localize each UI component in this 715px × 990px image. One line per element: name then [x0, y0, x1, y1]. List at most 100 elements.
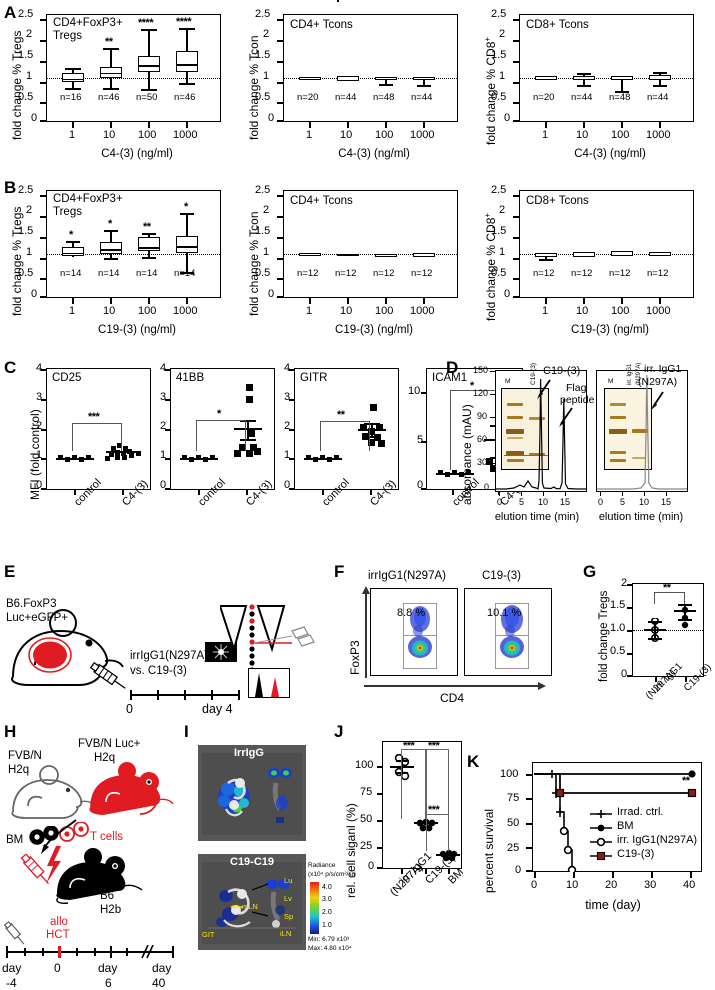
mouse-label-line1: B6.FoxP3 — [6, 598, 57, 610]
y-axis-label: fold change % Tregs — [10, 30, 24, 140]
ytick: 2 — [284, 420, 291, 432]
n-label: n=12 — [335, 268, 357, 279]
panel-a-chart-cd4tcon: fold change % Tcon 2.5 2 1.5 1 0.5 0 CD4… — [237, 0, 472, 175]
panel-i-images: IrrIgG — [180, 718, 356, 978]
panel-b-chart-tregs: fold change % Tregs 2.5 2 1.5 1 0.5 0 CD… — [0, 176, 235, 351]
syringe-small-icon — [3, 921, 25, 945]
ytick: 0 — [284, 479, 291, 491]
xtick: 0 — [497, 497, 503, 507]
peak-label-flag-line2: peptide — [560, 394, 595, 406]
panel-e-schematic: B6.FoxP3 Luc+eGFP+ irrIgG1(N297A) vs. C1… — [0, 560, 330, 716]
xtick: 5 — [620, 497, 626, 507]
significance-marker: ** — [663, 582, 671, 594]
n-label: n=16 — [60, 92, 82, 103]
recipient-label-line1: B6 — [100, 890, 115, 902]
mouse-icon — [11, 609, 124, 686]
organ-label-iln: iLN — [280, 929, 292, 938]
panel-letter-f: F — [334, 562, 345, 581]
x-axis-arrow — [364, 682, 546, 690]
xtick: 1000 — [173, 305, 198, 317]
treatment-label-line2: vs. C19-(3) — [130, 665, 187, 677]
ytick: 1.5 — [491, 225, 507, 237]
ytick: 0.5 — [18, 91, 34, 103]
image-title: IrrIgG — [234, 747, 264, 759]
significance-marker: ** — [105, 36, 113, 48]
donor-mouse-red-icon — [89, 762, 174, 815]
ytick: 0 — [160, 479, 167, 491]
gel-lane-label-m: M — [505, 378, 511, 385]
ytick: 2 — [499, 28, 506, 40]
ytick: 1 — [263, 246, 270, 258]
ytick: 75 — [360, 786, 373, 798]
n-label: n=14 — [60, 268, 82, 279]
tcells-label: T cells — [90, 831, 124, 843]
y-axis-label: rel. cell siganl (%) — [344, 803, 358, 898]
ytick: 2 — [499, 204, 506, 216]
xtick: 100 — [375, 129, 394, 141]
ytick: 100 — [355, 759, 374, 771]
peak-label-irrigg1-line1: irr. IgG1 — [644, 363, 682, 375]
organ-label-lu: Lu — [284, 876, 293, 885]
radiance-scalebar: Radiance (x10⁴ p/s/cm²/sr) 4.0 3.0 2.0 1… — [308, 862, 370, 954]
ytick: 0 — [504, 288, 511, 300]
panel-c-chart-41bb: 4 3 2 1 0 41BB * control C4-(3) — [160, 358, 278, 528]
survival-curves — [534, 770, 697, 872]
n-label: n=12 — [373, 268, 395, 279]
ytick: 2.5 — [255, 184, 271, 196]
ytick: 4 — [36, 362, 43, 374]
xtick: 15 — [560, 497, 571, 507]
y-axis-arrow — [362, 586, 370, 678]
y-axis-label: fold change % Tregs — [10, 206, 24, 316]
chart-title: GITR — [300, 372, 328, 384]
n-label: n=20 — [533, 92, 555, 103]
chart-title: CD25 — [52, 372, 82, 384]
significance-marker: * — [217, 408, 221, 420]
xtick: 1000 — [646, 129, 671, 141]
panel-letter-j: J — [334, 722, 344, 741]
significance-marker: ** — [143, 221, 151, 233]
ytick: 10 — [408, 385, 421, 397]
x-axis-label: C4-(3) (ng/ml) — [101, 148, 173, 160]
xtick: 10 — [576, 129, 589, 141]
chart-title-line2: Tregs — [53, 206, 82, 218]
significance-marker: *** — [428, 804, 440, 816]
flow-plot-title-irrigg1: irrIgG1(N297A) — [368, 570, 446, 582]
plot-area — [519, 14, 694, 122]
significance-marker: *** — [403, 740, 415, 752]
significance-marker: ** — [337, 409, 345, 421]
ytick: 2.5 — [491, 184, 507, 196]
gel-lane-label-m: M — [608, 378, 614, 385]
ytick: 0 — [268, 112, 275, 124]
biolum-image-c19: C19-C19 Lu Lv Sp iLN — [198, 854, 306, 950]
xtick: 10 — [538, 497, 549, 507]
ytick: 100 — [500, 768, 519, 780]
scalebar-tick: 3.0 — [322, 896, 332, 903]
xtick: 0 — [598, 497, 604, 507]
x-axis-label: C19-(3) (ng/ml) — [571, 324, 649, 336]
panel-d-chromatogram-irrigg1: M irr. IgG1 (N297A) irr. IgG1 (N297A) 0 … — [594, 360, 714, 525]
panel-a-chart-cd8tcon: fold change % CD8+ 2.5 2 1.5 1 0.5 0 CD8… — [473, 0, 715, 175]
flow-plot-irrigg1: 8.8 % — [370, 588, 458, 676]
arrow-irrigg1 — [651, 391, 664, 410]
timeline-label-0-l2: -4 — [6, 976, 17, 990]
panel-letter-b: B — [4, 178, 17, 197]
ytick: 2 — [621, 577, 628, 589]
xtick: 10 — [340, 129, 353, 141]
ytick: 1.5 — [491, 49, 507, 61]
xtick: 100 — [138, 305, 157, 317]
chart-title-line2: Tregs — [53, 30, 82, 42]
ytick: 0 — [621, 668, 628, 680]
n-label: n=12 — [297, 268, 319, 279]
n-label: n=12 — [411, 268, 433, 279]
panel-h-schematic: FVB/N H2q FVB/N Luc+ H2q BM T cells — [0, 718, 180, 990]
plot-area — [294, 368, 399, 490]
xtick: 1 — [542, 305, 549, 317]
ytick: 2 — [26, 204, 33, 216]
xtick: 1000 — [410, 305, 435, 317]
scalebar-tick: 4.0 — [322, 884, 332, 891]
x-axis-label: time (day) — [585, 898, 641, 912]
ytick: 1.5 — [610, 599, 626, 611]
legend: Irrad. ctrl. BM irr. IgG1(N297A) C19-(3) — [590, 806, 702, 862]
timeline-start-label: 0 — [126, 702, 133, 716]
flow-plot-title-c19: C19-(3) — [482, 570, 521, 582]
